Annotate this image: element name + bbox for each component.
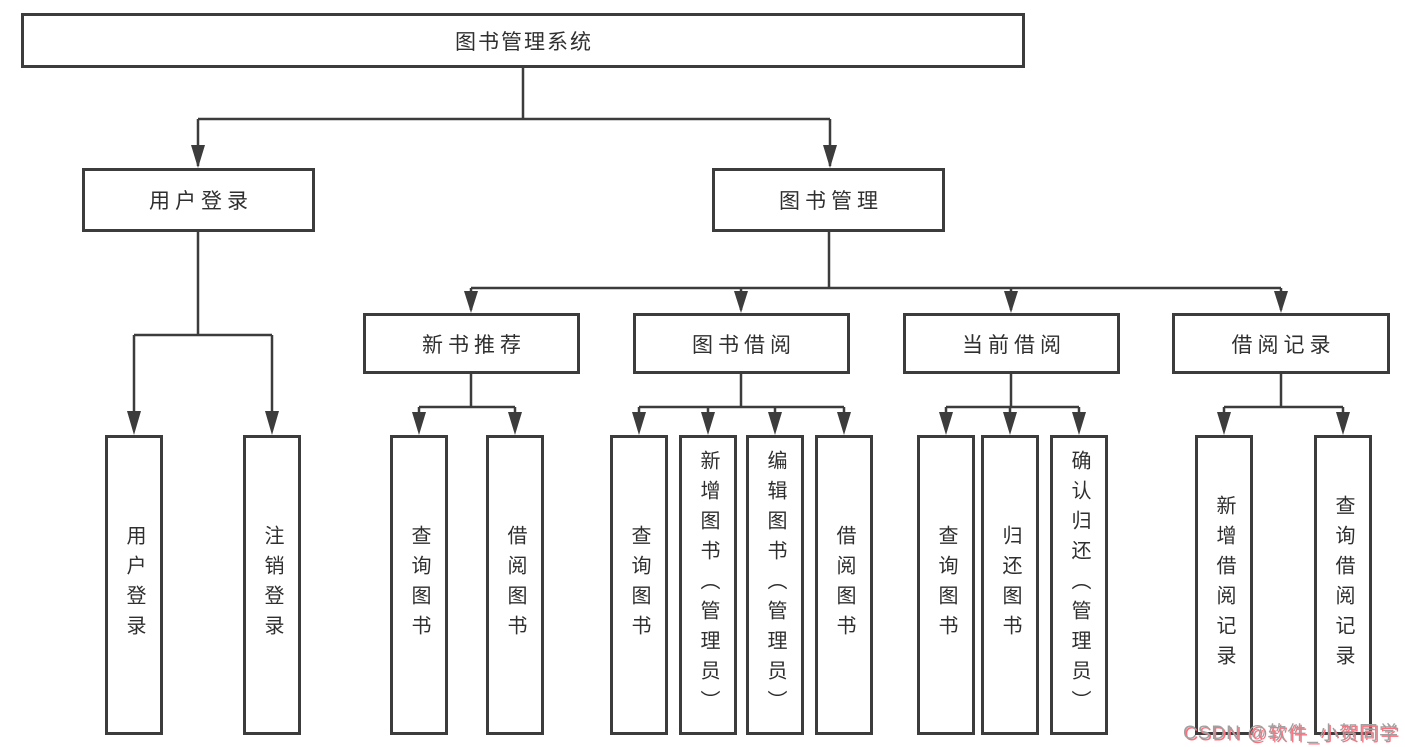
node-new-book-recommend: 新书推荐 — [363, 313, 580, 374]
node-current-borrow: 当前借阅 — [903, 313, 1120, 374]
node-label: 查询图书 — [408, 525, 430, 645]
node-label: 查询借阅记录 — [1332, 495, 1354, 675]
node-library-system-root: 图书管理系统 — [21, 13, 1025, 68]
connector-book-management-children — [464, 232, 1288, 313]
node-label: 借阅记录 — [1231, 333, 1336, 357]
node-label: 注销登录 — [261, 525, 283, 645]
node-label: 归还图书 — [999, 525, 1021, 645]
leaf-borrow-books: 借阅图书 — [815, 435, 873, 735]
node-label: 编辑图书（管理员） — [764, 450, 786, 720]
leaf-confirm-return-admin: 确认归还（管理员） — [1050, 435, 1108, 735]
node-label: 借阅图书 — [833, 525, 855, 645]
node-label: 借阅图书 — [504, 525, 526, 645]
connector-book-borrow-children — [632, 374, 851, 435]
connector-current-borrow-children — [939, 374, 1086, 435]
leaf-logout: 注销登录 — [243, 435, 301, 735]
leaf-user-login: 用户登录 — [105, 435, 163, 735]
node-label: 图书管理 — [779, 190, 883, 213]
leaf-edit-books-admin: 编辑图书（管理员） — [746, 435, 804, 735]
leaf-query-books-borrow: 查询图书 — [610, 435, 668, 735]
node-label: 查询图书 — [628, 525, 650, 645]
node-label: 用户登录 — [123, 525, 145, 645]
connector-user-login-children — [127, 232, 279, 435]
node-label: 图书借阅 — [692, 333, 796, 357]
node-borrow-records: 借阅记录 — [1172, 313, 1390, 374]
leaf-query-borrow-record: 查询借阅记录 — [1314, 435, 1372, 735]
node-label: 当前借阅 — [962, 333, 1066, 357]
node-label: 确认归还（管理员） — [1068, 450, 1090, 720]
leaf-query-books-current: 查询图书 — [917, 435, 975, 735]
node-label: 用户登录 — [149, 190, 253, 213]
node-user-login: 用户登录 — [82, 168, 315, 232]
node-label: 查询图书 — [935, 525, 957, 645]
node-label: 新增借阅记录 — [1213, 495, 1235, 675]
node-label: 新增图书（管理员） — [697, 450, 719, 720]
connector-borrow-records-children — [1217, 374, 1350, 435]
connector-new-book-recommend-children — [412, 374, 522, 435]
csdn-watermark: CSDN @软件_小贺同学 — [1183, 723, 1399, 744]
connector-root-to-branches — [191, 68, 837, 168]
leaf-return-books: 归还图书 — [981, 435, 1039, 735]
leaf-borrow-books-recommend: 借阅图书 — [486, 435, 544, 735]
node-label: 新书推荐 — [422, 333, 526, 357]
leaf-query-books-recommend: 查询图书 — [390, 435, 448, 735]
leaf-add-borrow-record: 新增借阅记录 — [1195, 435, 1253, 735]
node-book-borrow: 图书借阅 — [633, 313, 850, 374]
node-label: 图书管理系统 — [455, 30, 593, 54]
leaf-add-books-admin: 新增图书（管理员） — [679, 435, 737, 735]
node-book-management: 图书管理 — [712, 168, 945, 232]
